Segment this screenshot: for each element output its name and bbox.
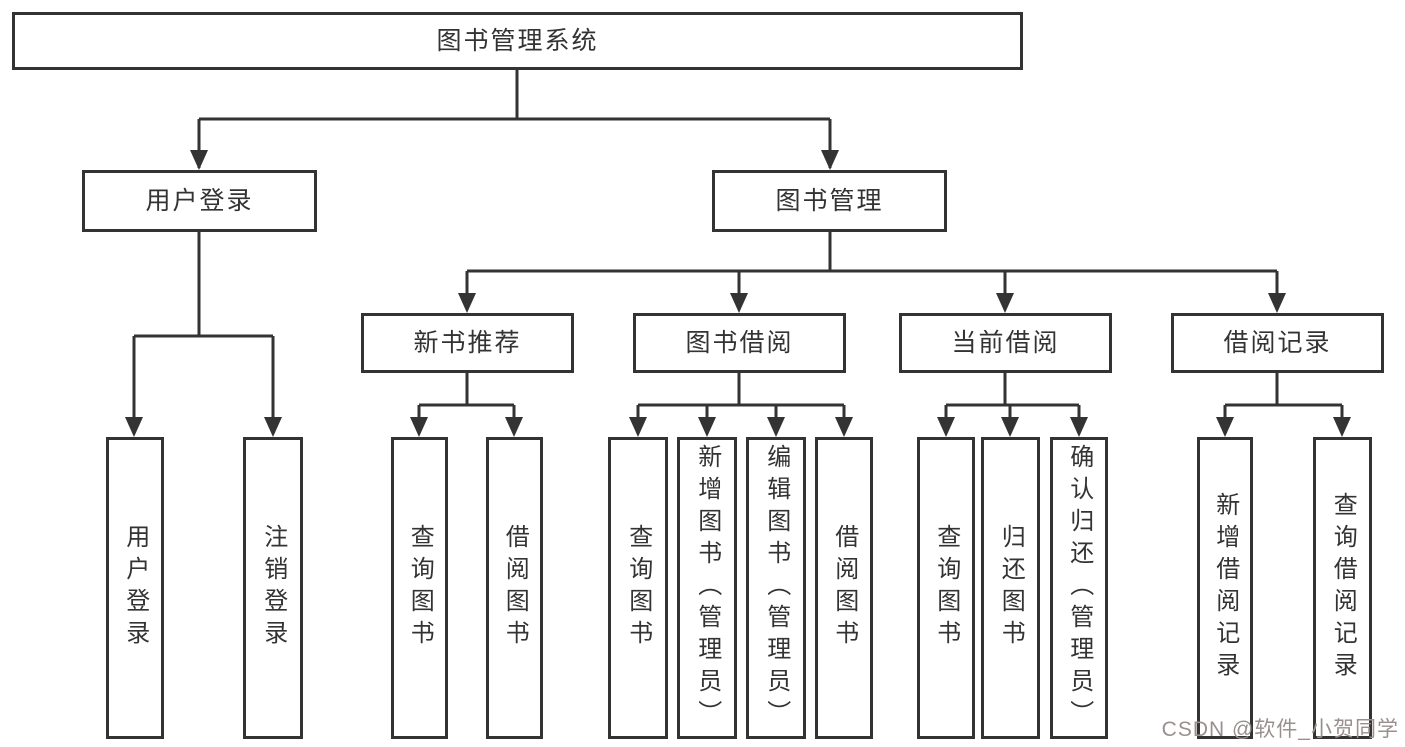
node-current-borrowing: 当前借阅 xyxy=(899,313,1112,373)
node-new-book-recommendation: 新书推荐 xyxy=(361,313,574,373)
leaf-query-books-3: 查询图书 xyxy=(917,437,975,739)
leaf-add-borrow-record: 新增借阅记录 xyxy=(1197,437,1253,739)
leaf-logout: 注销登录 xyxy=(243,437,303,739)
node-library-management-system: 图书管理系统 xyxy=(12,12,1023,70)
leaf-user-login: 用户登录 xyxy=(106,437,164,739)
leaf-borrow-books: 借阅图书 xyxy=(486,437,543,739)
watermark-text: CSDN @软件_小贺同学 xyxy=(1161,718,1399,741)
leaf-query-books: 查询图书 xyxy=(391,437,448,739)
node-book-management: 图书管理 xyxy=(712,170,947,232)
leaf-borrow-books-2: 借阅图书 xyxy=(815,437,873,739)
leaf-edit-book-admin: 编辑图书（管理员） xyxy=(746,437,806,739)
node-user-login: 用户登录 xyxy=(82,170,317,232)
leaf-add-book-admin: 新增图书（管理员） xyxy=(677,437,737,739)
leaf-confirm-return-admin: 确认归还（管理员） xyxy=(1050,437,1108,739)
node-book-borrowing: 图书借阅 xyxy=(633,313,846,373)
leaf-query-borrow-record: 查询借阅记录 xyxy=(1313,437,1372,739)
leaf-return-books: 归还图书 xyxy=(981,437,1040,739)
leaf-query-books-2: 查询图书 xyxy=(608,437,668,739)
arrowheads xyxy=(125,150,1351,437)
node-borrowing-records: 借阅记录 xyxy=(1171,313,1384,373)
